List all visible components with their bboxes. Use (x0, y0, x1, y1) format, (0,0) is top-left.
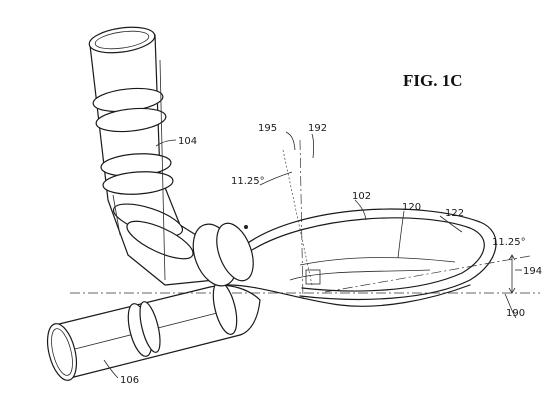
upper-tube-104 (88, 26, 254, 287)
label-190: 190 (506, 308, 525, 319)
lower-tube-106 (46, 281, 261, 381)
leader-lines (103, 131, 522, 379)
marker-dot (244, 225, 248, 229)
bowl-102 (227, 208, 497, 307)
angle-label-right: 11.25° (492, 237, 526, 248)
label-104: 104 (178, 136, 197, 147)
lower-tube-mouth (46, 323, 78, 381)
angle-label-top: 11.25° (231, 176, 265, 187)
tilted-plane-line (324, 255, 531, 293)
label-106: 106 (120, 375, 139, 386)
label-102: 102 (352, 191, 371, 202)
label-120: 120 (402, 202, 421, 213)
label-192: 192 (308, 123, 327, 134)
label-122: 122 (445, 208, 464, 219)
figure-title: FIG. 1C (403, 71, 463, 90)
tilted-axis-195 (282, 149, 313, 286)
label-194: 194 (523, 266, 542, 277)
small-square-marker (305, 269, 321, 285)
label-195: 195 (258, 123, 277, 134)
upper-tube-mouth (88, 26, 156, 54)
